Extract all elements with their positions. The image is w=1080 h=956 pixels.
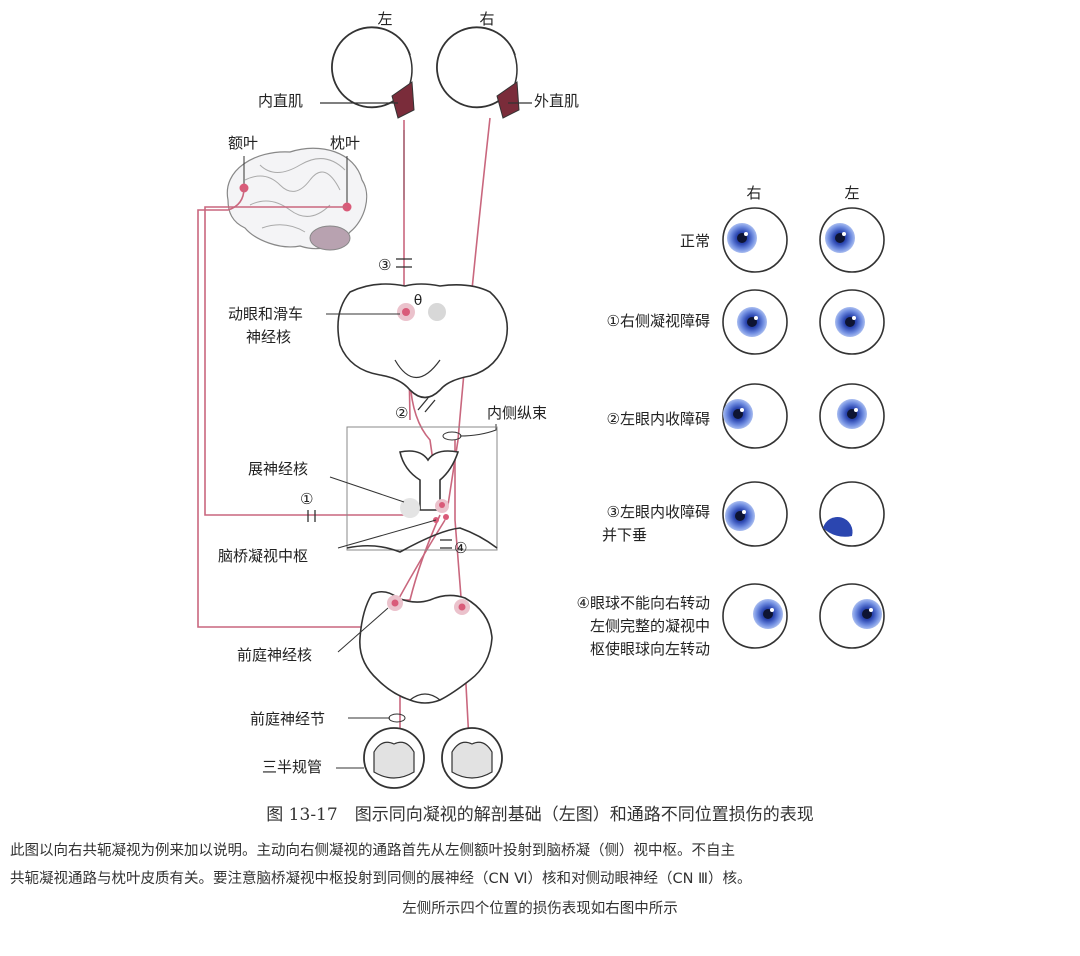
panel-col-right: 右 [746, 184, 761, 202]
medulla-section [359, 590, 493, 704]
marker-2: ② [395, 404, 408, 422]
pons-section [399, 450, 460, 523]
pons-lower-outline [346, 527, 498, 553]
pontine-center-label: 脑桥凝视中枢 [218, 547, 308, 565]
medial-rectus-label: 内直肌 [258, 92, 303, 110]
eye-row1-left [819, 289, 885, 355]
pons-box [346, 426, 498, 551]
vestibular-ganglion-label: 前庭神经节 [250, 710, 325, 728]
eye-row1-right [722, 289, 788, 355]
eye-row3-left [819, 481, 885, 547]
caption-line-3: 左侧所示四个位置的损伤表现如右图中所示 [402, 901, 678, 917]
left-eyeball [331, 26, 415, 119]
gaze-anatomy-diagram: 左 右 内直肌 外直肌 额叶 枕叶 ③ θ 动眼和 [197, 10, 885, 789]
abducens-nucleus-label: 展神经核 [248, 460, 308, 478]
caption-line-1: 此图以向右共轭凝视为例来加以说明。主动向右侧凝视的通路首先从左侧额叶投射到脑桥凝… [10, 843, 735, 859]
eye-right-label: 右 [479, 10, 494, 28]
semicircular-canal-left [363, 727, 425, 789]
lateral-rectus-label: 外直肌 [534, 92, 579, 110]
right-eyeball [436, 26, 520, 119]
marker-3: ③ [378, 256, 391, 274]
brain-illustration [226, 147, 368, 251]
eye-row3-right [722, 481, 788, 547]
eye-normal-right [722, 207, 788, 273]
vestibular-nucleus-label: 前庭神经核 [237, 646, 312, 664]
eye-row2-left [819, 383, 885, 449]
occipital-lobe-label: 枕叶 [330, 134, 360, 152]
marker-1: ① [300, 490, 313, 508]
row-4-label-2: 左侧完整的凝视中 [590, 617, 710, 635]
eye-normal-left [819, 207, 885, 273]
semicircular-canal-right [441, 727, 503, 789]
mlf-label: 内侧纵束 [487, 404, 547, 422]
midbrain-section: θ [337, 283, 509, 399]
eye-row4-right [722, 583, 788, 649]
oculomotor-nucleus-label-2: 神经核 [246, 328, 291, 346]
row-2-label: ②左眼内收障碍 [607, 410, 710, 428]
marker-4: ④ [454, 539, 467, 557]
row-1-label: ①右侧凝视障碍 [607, 312, 710, 330]
panel-col-left: 左 [844, 184, 859, 202]
eye-row2-right [722, 383, 788, 449]
row-3-label-1: ③左眼内收障碍 [607, 503, 710, 521]
row-4-label-3: 枢使眼球向左转动 [590, 640, 710, 658]
row-3-label-2: 并下垂 [602, 526, 647, 544]
row-4-label-1: ④眼球不能向右转动 [577, 594, 710, 612]
aqueduct-symbol: θ [414, 293, 423, 309]
figure-title: 图 13-17 图示同向凝视的解剖基础（左图）和通路不同位置损伤的表现 [266, 805, 814, 825]
caption-line-2: 共轭凝视通路与枕叶皮质有关。要注意脑桥凝视中枢投射到同侧的展神经（CN Ⅵ）核和… [10, 871, 752, 887]
row-normal-label: 正常 [680, 232, 710, 250]
eye-row4-left [819, 583, 885, 649]
eye-left-label: 左 [377, 10, 392, 28]
oculomotor-nucleus-label-1: 动眼和滑车 [228, 305, 303, 323]
frontal-lobe-label: 额叶 [228, 134, 258, 152]
semicircular-canal-label: 三半规管 [262, 758, 322, 776]
